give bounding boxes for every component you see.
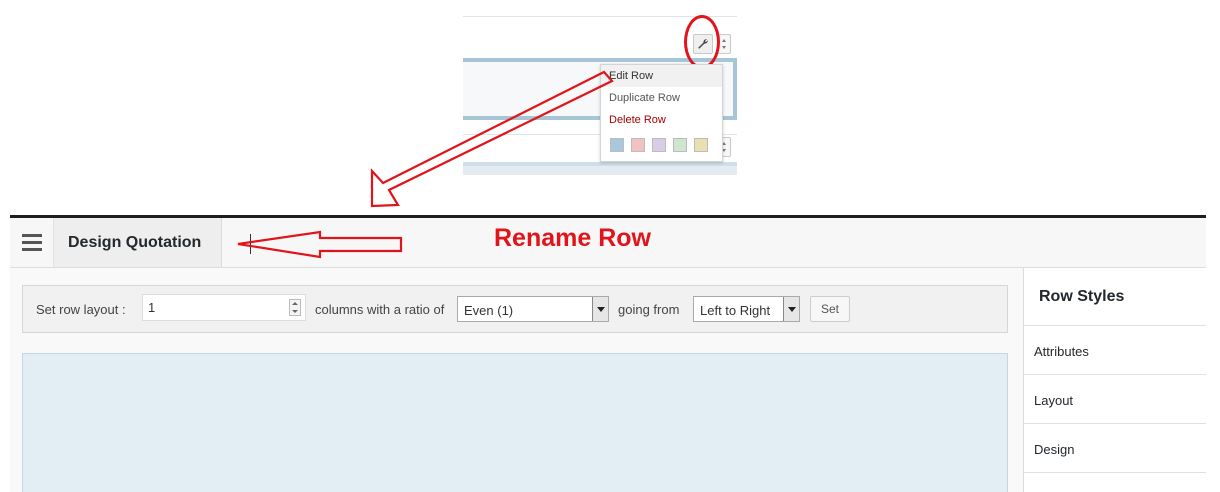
sidebar-item-layout[interactable]: Layout — [1024, 375, 1206, 424]
color-swatch[interactable] — [610, 138, 624, 152]
columns-count-value: 1 — [148, 300, 156, 315]
menu-item-edit-row[interactable]: Edit Row — [601, 65, 722, 87]
set-layout-button[interactable]: Set — [810, 296, 850, 322]
color-swatch[interactable] — [652, 138, 666, 152]
row-layout-bar: Set row layout : 1 columns with a ratio … — [22, 285, 1008, 333]
ratio-select[interactable]: Even (1) — [457, 296, 609, 322]
sidebar-item-attributes[interactable]: Attributes — [1024, 326, 1206, 375]
color-swatch[interactable] — [673, 138, 687, 152]
color-swatch[interactable] — [631, 138, 645, 152]
editor-top-border — [10, 215, 1206, 218]
sidebar-item-design[interactable]: Design — [1024, 424, 1206, 473]
menu-item-duplicate-row[interactable]: Duplicate Row — [609, 92, 680, 104]
ratio-select-value: Even (1) — [464, 303, 514, 318]
row-cell-canvas[interactable] — [22, 353, 1008, 492]
chevron-down-icon — [596, 306, 605, 312]
hamburger-icon — [21, 248, 42, 251]
row-styles-sidebar: Row Styles Attributes Layout Design — [1023, 268, 1206, 492]
row-editor-header — [10, 218, 1206, 268]
row-color-swatches — [601, 131, 722, 152]
hamburger-icon — [21, 234, 42, 237]
direction-select[interactable]: Left to Right — [693, 296, 800, 322]
menu-toggle-button[interactable] — [10, 218, 54, 267]
row-context-crop: Edit Row Duplicate Row Delete Row — [463, 0, 737, 175]
row-preview — [463, 162, 737, 175]
highlight-circle — [684, 15, 720, 69]
row-dropdown-menu: Edit Row Duplicate Row Delete Row — [600, 64, 723, 162]
menu-item-delete-row[interactable]: Delete Row — [609, 114, 666, 126]
rename-row-annotation: Rename Row — [494, 224, 651, 252]
text-caret — [250, 234, 251, 254]
divider — [463, 16, 737, 17]
direction-select-value: Left to Right — [700, 303, 771, 318]
row-title-input[interactable] — [68, 230, 218, 256]
row-move-handle[interactable] — [717, 34, 731, 54]
ratio-label: columns with a ratio of — [315, 302, 445, 317]
hamburger-icon — [21, 241, 42, 244]
color-swatch[interactable] — [694, 138, 708, 152]
columns-count-input[interactable]: 1 — [142, 294, 306, 321]
ratio-select-arrow — [592, 297, 608, 321]
row-styles-title: Row Styles — [1024, 268, 1206, 326]
row-title-tab — [54, 218, 251, 267]
layout-prefix-label: Set row layout : — [36, 302, 126, 317]
spin-down-icon — [292, 309, 298, 313]
spin-up-icon — [292, 302, 298, 306]
direction-label: going from — [618, 302, 680, 317]
move-icon — [721, 39, 726, 49]
chevron-down-icon — [787, 306, 796, 312]
number-spinner[interactable] — [289, 299, 301, 316]
direction-select-arrow — [783, 297, 799, 321]
